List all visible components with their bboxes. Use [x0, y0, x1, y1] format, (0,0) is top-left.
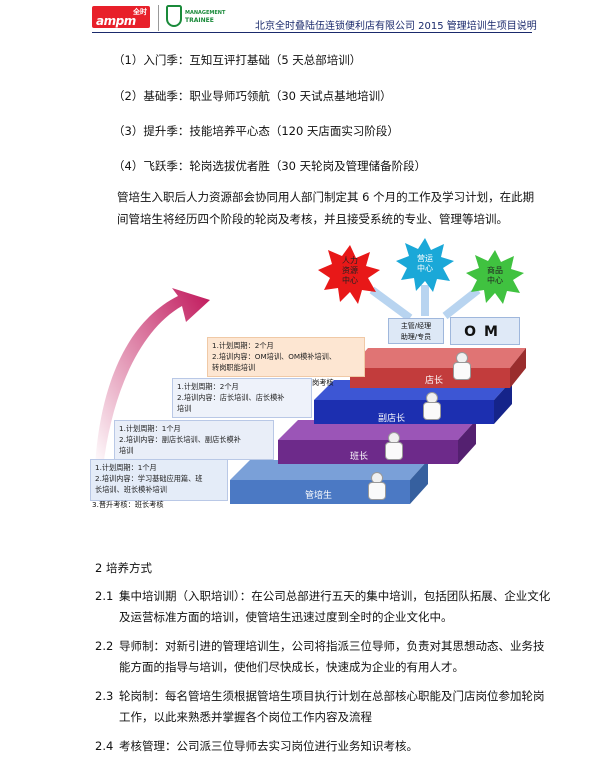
management-trainee-logo: MANAGEMENT TRAINEE [166, 5, 226, 31]
burst-ops-line1: 营运 [417, 254, 433, 263]
page-header: 全时 ampm MANAGEMENT TRAINEE 北京全时叠陆伍连锁便利店有… [0, 0, 616, 38]
method-number: 2.3 [95, 689, 114, 703]
method-number: 2.1 [95, 589, 114, 603]
plan-box-line: 长培训、班长模补培训 [95, 485, 167, 494]
om-box: OM [450, 317, 520, 345]
plan-box-line: 2.培训内容：学习基础应用篇、班 [95, 474, 203, 483]
logo-mt-line2: TRAINEE [185, 17, 214, 24]
burst-hr-icon [318, 245, 380, 304]
person-figure-icon [382, 432, 404, 460]
method-item-2: 2.2 导师制：对新引进的管理培训生，公司将指派三位导师，负责对其思想动态、业务… [95, 636, 555, 680]
person-figure-icon [420, 392, 442, 420]
plan-box-assistant-manager: 1.计划周期：2个月 2.培训内容：店长培训、店长模补 培训 [172, 378, 312, 418]
manager-box: 主管/经理 助理/专员 [388, 318, 444, 344]
section-title: 2 培养方式 [95, 561, 152, 575]
burst-hr-line1: 人力 [342, 256, 358, 265]
burst-merch-icon [466, 250, 524, 304]
burst-merch-line2: 中心 [487, 276, 503, 285]
method-item-1: 2.1 集中培训期（入职培训）：在公司总部进行五天的集中培训，包括团队拓展、企业… [95, 586, 555, 630]
plan-box-line: 培训 [177, 404, 192, 413]
plan-box-line: 转岗职能培训 [212, 363, 256, 372]
plan-box-line: 2.培训内容：副店长培训、副店长模补 [119, 435, 241, 444]
step-squad-leader [278, 420, 476, 464]
person-figure-icon [450, 352, 472, 380]
plan-box-squad-leader: 1.计划周期：1个月 2.培训内容：副店长培训、副店长模补 培训 [114, 420, 274, 460]
method-text: 导师制：对新引进的管理培训生，公司将指派三位导师，负责对其思想动态、业务技能方面… [119, 639, 545, 674]
method-item-4: 2.4 考核管理：公司派三位导师去实习岗位进行业务知识考核。 [95, 736, 555, 758]
plan-box-line: 2.培训内容：店长培训、店长模补 [177, 393, 285, 402]
step-label-store-manager: 店长 [425, 376, 444, 386]
logo-mt-line1: MANAGEMENT [185, 10, 226, 16]
stage-item-1: （1）入门季：互知互评打基础（5 天总部培训） [113, 53, 362, 67]
plan-box-line: 1.计划周期：1个月 [119, 424, 181, 433]
plan-box-line: 1.计划周期：1个月 [95, 463, 157, 472]
person-figure-icon [365, 472, 387, 500]
stage-item-3: （3）提升季：技能培养平心态（120 天店面实习阶段） [113, 124, 399, 138]
logo-ampm-top-text: 全时 [133, 8, 147, 16]
header-title: 北京全时叠陆伍连锁便利店有限公司 2015 管理培训生项目说明 [255, 21, 537, 32]
shield-icon [166, 5, 182, 27]
plan-box-trainee-footer: 3.晋升考核：班长考核 [92, 500, 164, 509]
arrow-to-hr [369, 286, 413, 322]
plan-box-line: 培训 [119, 446, 134, 455]
manager-box-line2: 助理/专员 [400, 333, 432, 341]
plan-box-line: 2.培训内容：OM培训、OM模补培训、 [212, 352, 337, 361]
logo-divider [158, 5, 159, 31]
logo-ampm-bottom-text: ampm [96, 14, 136, 28]
method-text: 轮岗制：每名管培生须根据管培生项目执行计划在总部核心职能及门店岗位参加轮岗工作，… [119, 689, 545, 724]
burst-ops-icon [396, 238, 454, 292]
plan-box-trainee: 1.计划周期：1个月 2.培训内容：学习基础应用篇、班 长培训、班长模补培训 [90, 459, 228, 501]
burst-ops-line2: 中心 [417, 264, 433, 273]
stage-item-2: （2）基础季：职业导师巧领航（30 天试点基地培训） [113, 89, 392, 103]
plan-box-store-manager-footer: 岗考核 [312, 378, 334, 387]
step-label-assistant-manager: 副店长 [378, 414, 406, 424]
method-number: 2.4 [95, 739, 114, 753]
burst-hr-line3: 中心 [342, 276, 358, 285]
arrow-to-merch [442, 286, 481, 320]
step-trainee [230, 460, 428, 504]
plan-box-line: 1.计划周期：2个月 [212, 341, 274, 350]
growth-arrow [95, 288, 210, 468]
intro-paragraph: 管培生入职后人力资源部会协同用人部门制定其 6 个月的工作及学习计划，在此期间管… [117, 190, 535, 226]
method-text: 考核管理：公司派三位导师去实习岗位进行业务知识考核。 [119, 739, 418, 753]
ampm-logo: 全时 ampm [92, 6, 150, 28]
burst-merch-line1: 商品 [487, 266, 503, 275]
step-label-trainee: 管培生 [305, 491, 333, 501]
method-number: 2.2 [95, 639, 114, 653]
step-label-squad-leader: 班长 [350, 452, 369, 462]
header-rule [92, 32, 532, 33]
method-item-3: 2.3 轮岗制：每名管培生须根据管培生项目执行计划在总部核心职能及门店岗位参加轮… [95, 686, 555, 730]
plan-box-store-manager: 1.计划周期：2个月 2.培训内容：OM培训、OM模补培训、 转岗职能培训 [207, 337, 365, 377]
stage-item-4: （4）飞跃季：轮岗选拔优者胜（30 天轮岗及管理储备阶段） [113, 159, 427, 173]
method-text: 集中培训期（入职培训）：在公司总部进行五天的集中培训，包括团队拓展、企业文化及运… [119, 589, 551, 624]
manager-box-line1: 主管/经理 [400, 322, 432, 330]
burst-hr-line2: 资源 [342, 266, 358, 275]
plan-box-line: 1.计划周期：2个月 [177, 382, 239, 391]
